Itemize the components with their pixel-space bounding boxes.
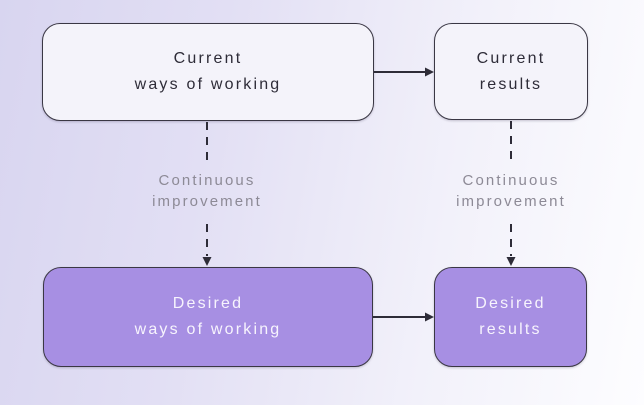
node-label-line: ways of working <box>134 321 282 338</box>
node-label-line: Current <box>476 49 546 67</box>
node-label-line: Desired <box>475 295 546 312</box>
node-current-ways-of-working: Current ways of working <box>42 23 374 121</box>
connector-label-left: Continuous improvement <box>117 170 297 212</box>
arrow-desired-ways-to-desired-results <box>373 312 434 322</box>
node-desired-ways-of-working: Desired ways of working <box>43 267 373 367</box>
arrow-current-ways-to-current-results <box>374 67 434 77</box>
node-desired-results: Desired results <box>434 267 587 367</box>
node-label-line: results <box>479 321 542 338</box>
connector-label-right: Continuous improvement <box>426 170 596 212</box>
connector-label-line: Continuous <box>462 172 560 189</box>
node-current-results: Current results <box>434 23 588 120</box>
connector-label-line: improvement <box>456 193 566 210</box>
node-label-line: ways of working <box>134 76 282 93</box>
connector-label-line: Continuous <box>158 172 256 189</box>
node-label-line: results <box>479 75 543 93</box>
node-label-line: Desired <box>172 295 244 312</box>
node-label-line: Current <box>173 50 243 67</box>
connector-label-line: improvement <box>152 193 262 210</box>
